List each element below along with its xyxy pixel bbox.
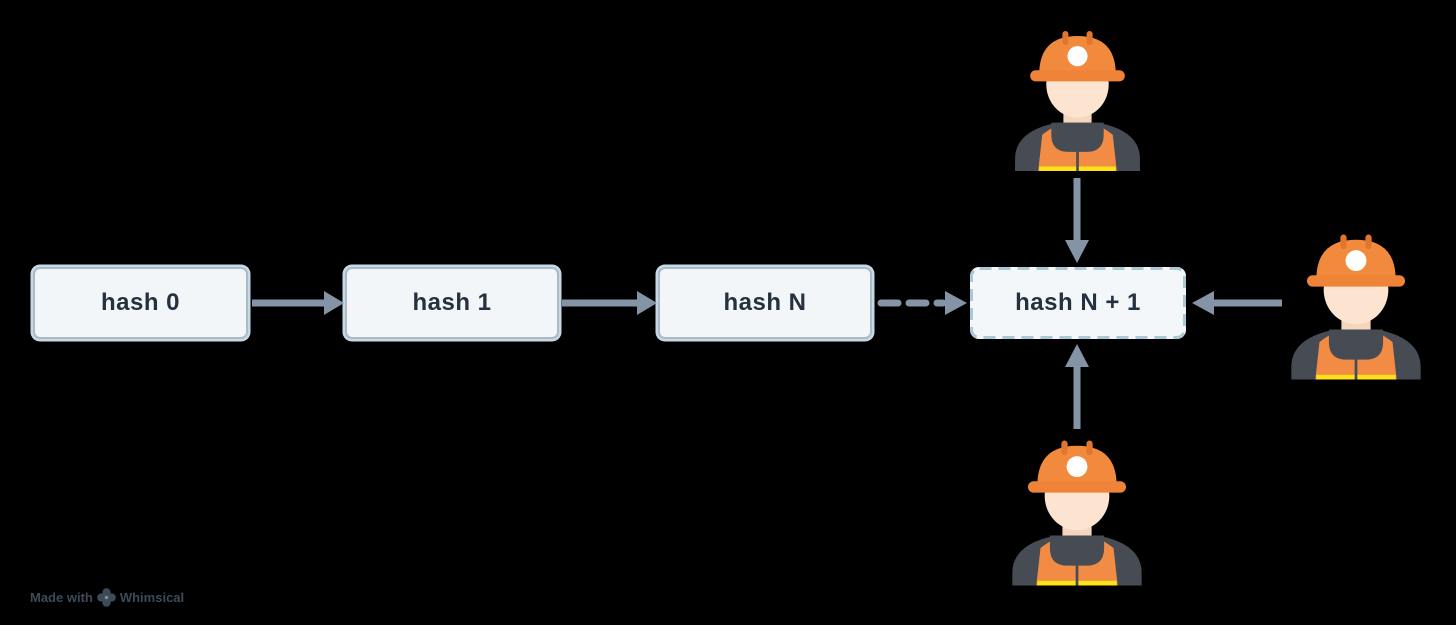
dashed-border: [970, 267, 1186, 339]
watermark-made-with-text: Made with: [30, 589, 93, 605]
arrow-miner-top-to-hashN1: [1065, 178, 1089, 263]
node-hash-n-plus-1-label: hash N + 1: [1015, 289, 1141, 316]
arrow-miner-right-to-hashN1: [1192, 291, 1282, 315]
arrow-miner-bottom-to-hashN1: [1065, 344, 1089, 429]
node-hash-n-plus-1: hash N + 1: [970, 267, 1186, 339]
node-hash-0: hash 0: [33, 267, 248, 339]
arrow-hash0-to-hash1: [252, 291, 344, 315]
arrow-hash1-to-hashN: [562, 291, 657, 315]
miner-worker-icon-right: [1283, 228, 1429, 385]
arrow-hashN-to-hashN1-dashed: [877, 291, 967, 315]
node-hash-0-label: hash 0: [100, 289, 181, 316]
miner-worker-icon-top: [1007, 29, 1148, 172]
watermark-brand-text: Whimsical: [119, 589, 185, 605]
miner-worker-icon-bottom: [1004, 434, 1150, 591]
node-hash-n-label: hash N: [723, 289, 807, 316]
whimsical-watermark[interactable]: Made with Whimsical: [30, 587, 184, 607]
node-hash-1: hash 1: [345, 267, 559, 339]
node-hash-1-label: hash 1: [412, 289, 492, 316]
node-hash-n: hash N: [658, 267, 872, 339]
whimsical-flower-logo-icon: [97, 587, 116, 607]
